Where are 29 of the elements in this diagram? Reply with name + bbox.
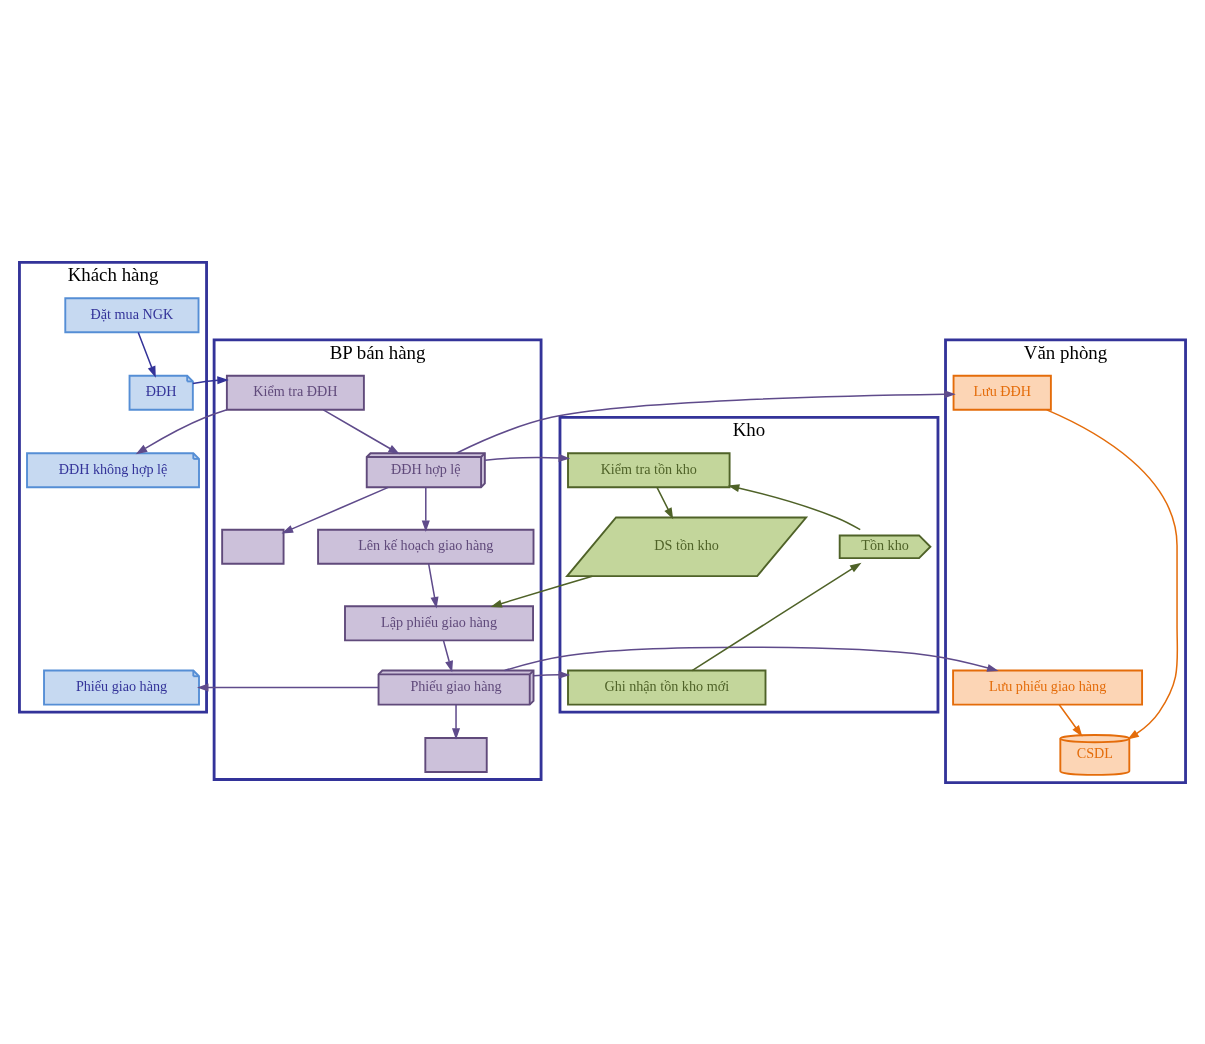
arrow: [484, 453, 571, 462]
node-box: Kiểm tra ĐĐH: [225, 374, 365, 411]
arrow: [281, 486, 390, 533]
node-box: Lập phiếu giao hàng: [344, 604, 534, 641]
arrow: [455, 389, 956, 454]
arrow: [533, 670, 571, 679]
arrow: [421, 486, 430, 532]
arrow: [691, 562, 862, 671]
node-box: Kiểm tra tồn kho: [567, 451, 731, 488]
arrow: [490, 574, 594, 607]
arrow: [1058, 703, 1083, 737]
arrow: [196, 683, 380, 692]
node-box: [221, 528, 285, 565]
arrow: [727, 483, 861, 530]
node-box: Lưu phiếu giao hàng: [952, 669, 1144, 706]
arrow: [192, 375, 229, 384]
node-box: [424, 736, 488, 773]
arrow: [427, 562, 439, 608]
node-box: Đặt mua NGK: [64, 296, 200, 333]
arrow: [452, 703, 461, 740]
arrow: [503, 646, 999, 672]
arrow: [1046, 408, 1179, 740]
arrow: [322, 408, 400, 454]
arrow: [137, 331, 156, 378]
node-box: Lên kế hoạch giao hàng: [317, 528, 535, 565]
node-box: Lưu ĐĐH: [952, 374, 1052, 411]
arrow: [442, 639, 453, 672]
node-box: Ghi nhận tồn kho mới: [567, 669, 767, 706]
arrow: [656, 486, 674, 519]
